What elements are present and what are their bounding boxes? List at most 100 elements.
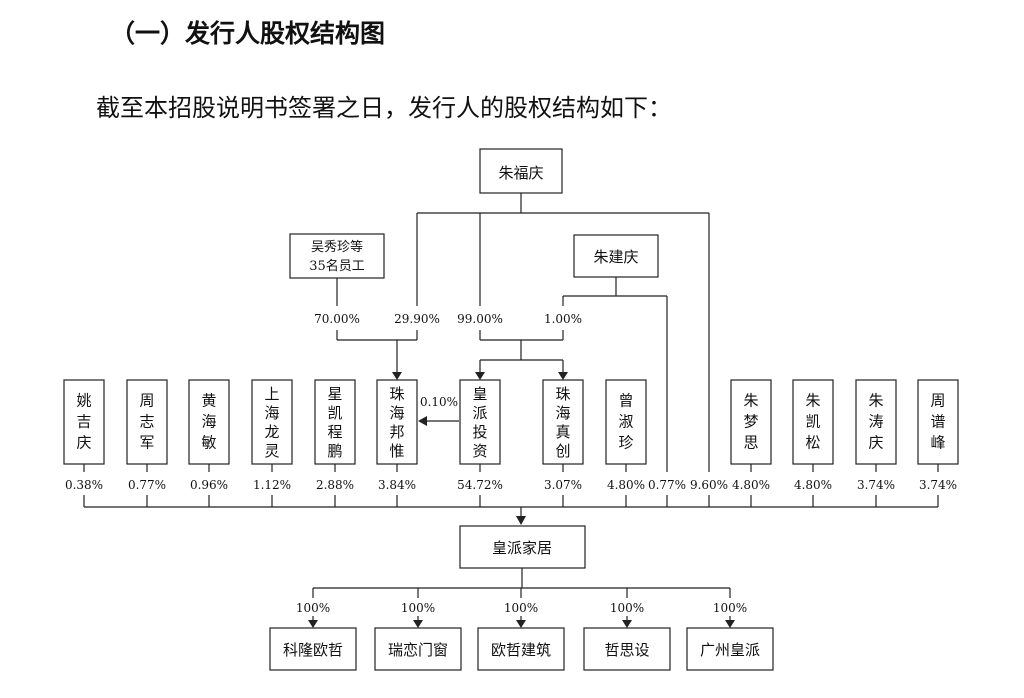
subsidiary-0: 100%科隆欧哲 <box>269 588 357 671</box>
shareholder-pct: 3.74% <box>857 478 895 492</box>
shareholder-name-char: 军 <box>139 434 154 452</box>
shareholder-name-char: 珠 <box>389 385 404 403</box>
pct-banghai-invest: 0.10% <box>420 395 458 409</box>
shareholder-pct: 2.88% <box>316 478 354 492</box>
shareholder-pct: 4.80% <box>607 478 645 492</box>
subsidiary-name: 欧哲建筑 <box>491 641 551 659</box>
shareholder-name-char: 凯 <box>327 404 342 422</box>
shareholder-name-char: 思 <box>743 434 758 452</box>
pct-zhu-banghai: 29.90% <box>394 312 440 326</box>
top-owner-label: 朱福庆 <box>498 164 543 182</box>
shareholder-name-char: 周 <box>139 392 154 410</box>
second-owner-label: 朱建庆 <box>593 248 638 266</box>
shareholder-pct: 0.96% <box>190 478 228 492</box>
shareholder-name-char: 谱 <box>930 413 945 431</box>
subsidiary-name: 科隆欧哲 <box>283 641 343 659</box>
subsidiary-pct: 100% <box>401 601 435 615</box>
shareholder-name-char: 志 <box>139 413 154 431</box>
shareholder-name-char: 鹏 <box>327 442 342 460</box>
shareholder-box <box>855 379 897 465</box>
shareholder-name-char: 珠 <box>555 385 570 403</box>
shareholder-box <box>126 379 168 465</box>
shareholder-name-char: 庆 <box>76 434 91 452</box>
shareholder-pct: 3.74% <box>919 478 957 492</box>
employees-label-line1: 吴秀珍等 <box>311 239 363 255</box>
shareholder-pct: 0.38% <box>65 478 103 492</box>
shareholder-name-char: 淑 <box>618 413 633 431</box>
shareholder-pct: 4.80% <box>732 478 770 492</box>
shareholder-name-char: 程 <box>327 423 342 441</box>
shareholder-name-char: 珍 <box>618 434 633 452</box>
shareholder-pct: 3.07% <box>544 478 582 492</box>
subsidiary-name: 瑞恋门窗 <box>388 641 448 659</box>
shareholder-row: 姚吉庆0.38%周志军0.77%黄海敏0.96%上海龙灵1.12%星凯程鹏2.8… <box>63 379 959 507</box>
shareholder-pct: 1.12% <box>253 478 291 492</box>
subsidiary-pct: 100% <box>610 601 644 615</box>
shareholder-name-char: 惟 <box>389 442 404 460</box>
shareholder-name-char: 派 <box>472 404 487 422</box>
shareholder-name-char: 涛 <box>868 413 883 431</box>
subsidiary-box <box>583 627 671 671</box>
shareholder-name-char: 真 <box>555 423 570 441</box>
subsidiary-1: 100% 瑞恋门窗 <box>374 588 462 671</box>
shareholder-name-char: 海 <box>264 404 279 422</box>
shareholder-name-char: 星 <box>327 385 342 403</box>
shareholder-9: 朱梦思 4.80% <box>730 379 772 507</box>
pct-employees-banghai: 70.00% <box>314 312 360 326</box>
section-heading: （一）发行人股权结构图 <box>110 19 386 48</box>
shareholder-box <box>459 379 501 465</box>
shareholder-box <box>188 379 230 465</box>
shareholder-name-char: 海 <box>555 404 570 422</box>
subsidiary-4: 100%广州皇派 <box>686 588 774 671</box>
subsidiary-pct: 100% <box>504 601 538 615</box>
shareholder-name-char: 凯 <box>805 413 820 431</box>
subsidiary-box <box>374 627 462 671</box>
shareholder-name-char: 曾 <box>618 392 633 410</box>
shareholder-name-char: 朱 <box>868 392 883 410</box>
shareholder-box <box>314 379 356 465</box>
shareholder-pct: 3.84% <box>378 478 416 492</box>
shareholder-name-char: 灵 <box>264 442 279 460</box>
pct-zhu-jianqing-direct: 0.77% <box>648 478 686 492</box>
subsidiary-2: 100% 欧哲建筑 <box>477 588 565 671</box>
shareholder-name-char: 上 <box>264 385 279 403</box>
shareholder-name-char: 投 <box>472 423 487 441</box>
employees-label-line2: 35名员工 <box>309 258 365 274</box>
employees-box <box>289 233 385 279</box>
shareholder-name-char: 黄 <box>201 392 216 410</box>
subsidiary-box <box>269 627 357 671</box>
shareholder-name-char: 姚 <box>76 392 91 410</box>
shareholder-box <box>605 379 647 465</box>
shareholder-name-char: 创 <box>555 442 570 460</box>
pct-jian-invest: 1.00% <box>544 312 582 326</box>
shareholder-8: 曾淑珍 4.80% <box>605 379 647 507</box>
pct-zhu-invest: 99.00% <box>457 312 503 326</box>
shareholder-name-char: 庆 <box>868 434 883 452</box>
shareholder-name-char: 资 <box>472 442 487 460</box>
subsidiary-pct: 100% <box>713 601 747 615</box>
pct-zhu-fuqing-direct: 9.60% <box>690 478 728 492</box>
shareholder-pct: 4.80% <box>794 478 832 492</box>
shareholder-name-char: 皇 <box>472 385 487 403</box>
shareholder-box <box>917 379 959 465</box>
subsidiary-box <box>686 627 774 671</box>
shareholder-name-char: 敏 <box>201 434 216 452</box>
subsidiary-name: 哲思设 <box>604 641 649 659</box>
shareholder-name-char: 朱 <box>743 392 758 410</box>
shareholder-name-char: 峰 <box>930 434 945 452</box>
shareholder-name-char: 梦 <box>743 413 758 431</box>
shareholder-pct: 54.72% <box>457 478 503 492</box>
intro-text: 截至本招股说明书签署之日，发行人的股权结构如下： <box>96 94 672 122</box>
